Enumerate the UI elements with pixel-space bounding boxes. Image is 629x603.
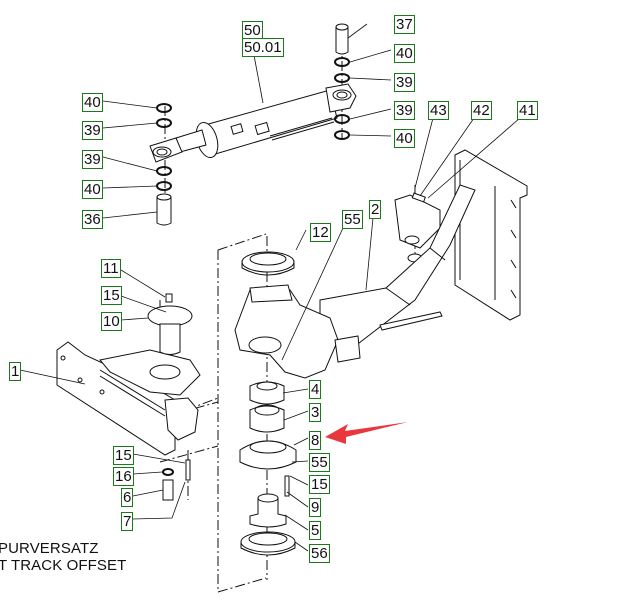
- callout-4[interactable]: 4: [309, 380, 322, 399]
- caption-line-english: T TRACK OFFSET: [0, 557, 127, 574]
- callout-3[interactable]: 3: [309, 403, 322, 422]
- callout-15-right[interactable]: 15: [309, 475, 330, 494]
- callout-39-right[interactable]: 39: [394, 101, 415, 120]
- swing-arm: [234, 184, 476, 379]
- callout-43[interactable]: 43: [428, 101, 449, 120]
- callout-42[interactable]: 42: [471, 101, 492, 120]
- callout-39-top[interactable]: 39: [394, 73, 415, 92]
- callout-55-top[interactable]: 55: [342, 210, 363, 229]
- callout-10[interactable]: 10: [101, 312, 122, 331]
- callout-50-01[interactable]: 50.01: [242, 38, 284, 57]
- callout-11[interactable]: 11: [101, 259, 121, 278]
- callout-5[interactable]: 5: [309, 521, 322, 540]
- left-seal-stack: [156, 103, 172, 226]
- callout-6[interactable]: 6: [121, 488, 134, 507]
- callout-1[interactable]: 1: [9, 362, 22, 381]
- callout-36[interactable]: 36: [82, 210, 103, 229]
- callout-2[interactable]: 2: [369, 200, 382, 219]
- callout-40-right[interactable]: 40: [394, 129, 415, 148]
- callout-55-lower[interactable]: 55: [309, 453, 330, 472]
- callout-15-lower[interactable]: 15: [113, 446, 134, 465]
- callout-41[interactable]: 41: [517, 101, 538, 120]
- callout-40-left[interactable]: 40: [82, 180, 103, 199]
- hydraulic-cylinder: [149, 83, 357, 163]
- callout-39-left[interactable]: 39: [82, 150, 103, 169]
- callout-15-upper[interactable]: 15: [101, 286, 122, 305]
- highlight-arrow: [325, 422, 408, 444]
- callout-16[interactable]: 16: [113, 467, 134, 486]
- leader-lines: [19, 23, 521, 552]
- callout-56[interactable]: 56: [309, 544, 330, 563]
- caption-line-german: PURVERSATZ: [0, 540, 99, 557]
- callout-50[interactable]: 50: [242, 21, 263, 40]
- callout-37[interactable]: 37: [394, 15, 415, 34]
- lower-fasteners: [162, 459, 191, 501]
- axle-carrier: [56, 341, 201, 456]
- callout-12[interactable]: 12: [310, 223, 331, 242]
- right-seal-stack: [334, 23, 350, 140]
- callout-40-left-top[interactable]: 40: [82, 93, 103, 112]
- callout-7[interactable]: 7: [121, 512, 134, 531]
- callout-40-top[interactable]: 40: [394, 44, 415, 63]
- callout-39-left-top[interactable]: 39: [82, 121, 103, 140]
- callout-8[interactable]: 8: [309, 431, 322, 450]
- callout-9[interactable]: 9: [309, 498, 322, 517]
- pivot-pin: [147, 293, 193, 355]
